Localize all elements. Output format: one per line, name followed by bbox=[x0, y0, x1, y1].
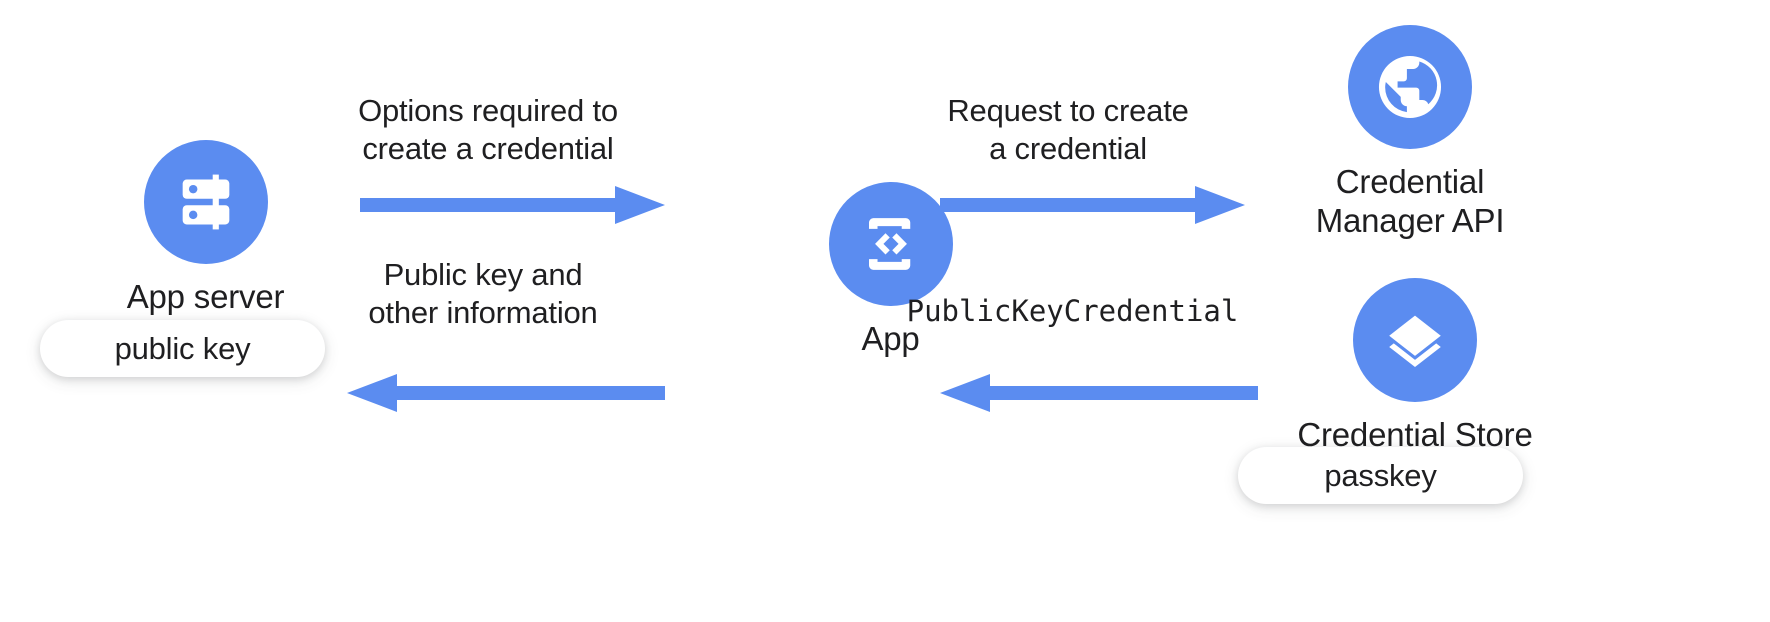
node-app-server-label: App server bbox=[126, 278, 285, 315]
globe-icon bbox=[1348, 25, 1472, 149]
pill-passkey[interactable]: passkey bbox=[1238, 447, 1523, 504]
arrow-3-right bbox=[940, 163, 1250, 224]
node-app-server[interactable]: App server bbox=[118, 140, 293, 317]
arrow-1-label: Options required to create a credential bbox=[358, 93, 618, 166]
arrow-3-label: Request to create a credential bbox=[947, 93, 1189, 166]
layers-icon bbox=[1353, 278, 1477, 402]
arrow-4-label: PublicKeyCredential bbox=[906, 294, 1239, 328]
arrow-2-label: Public key and other information bbox=[368, 257, 598, 330]
phone-code-icon bbox=[828, 182, 953, 306]
node-credential-store-label: Credential Store bbox=[1297, 416, 1533, 453]
pill-public-key[interactable]: public key bbox=[40, 320, 325, 377]
node-credential-store[interactable]: Credential Store bbox=[1290, 278, 1540, 455]
pill-public-key-label: public key bbox=[114, 330, 251, 366]
node-app[interactable]: App bbox=[803, 182, 978, 359]
node-app-label: App bbox=[861, 320, 920, 357]
node-credential-manager-api-label: Credential Manager API bbox=[1315, 163, 1505, 239]
node-credential-manager-api[interactable]: Credential Manager API bbox=[1285, 25, 1535, 240]
server-icon bbox=[143, 140, 268, 264]
arrow-2-left bbox=[335, 330, 670, 412]
arrow-4-left bbox=[928, 330, 1263, 412]
pill-passkey-label: passkey bbox=[1324, 457, 1437, 493]
arrow-1-right bbox=[360, 163, 670, 224]
